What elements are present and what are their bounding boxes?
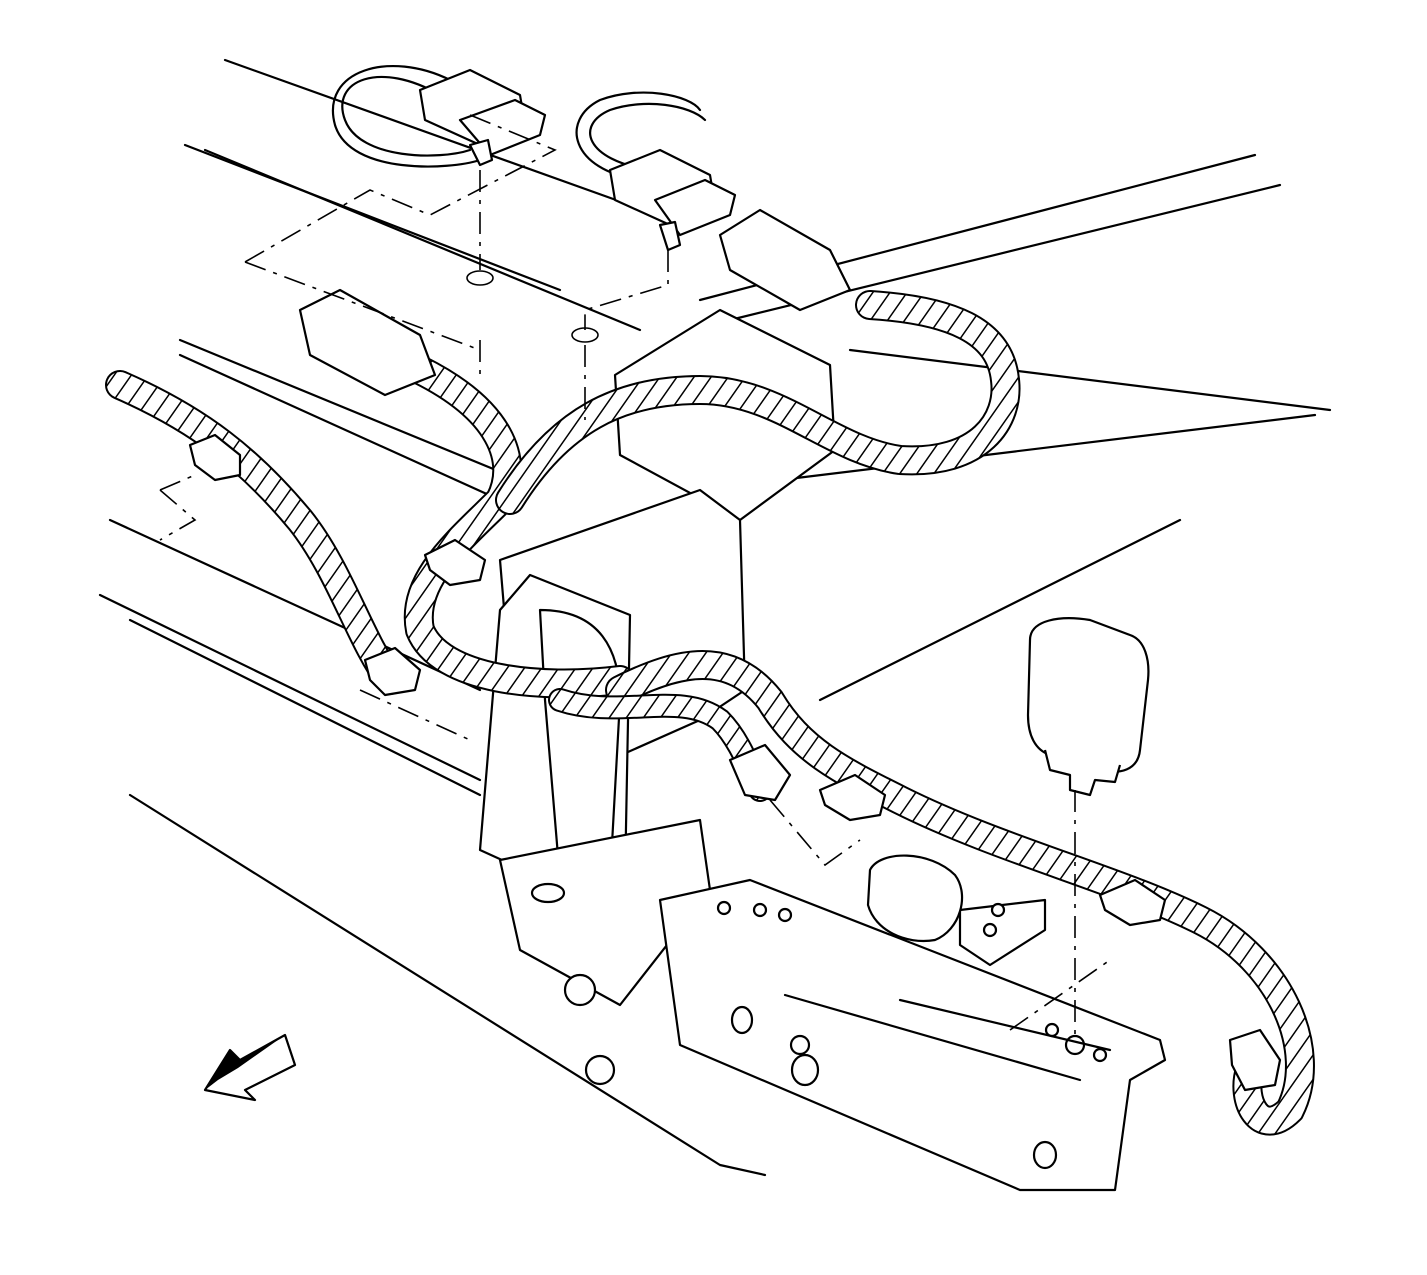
- upper-right-connector: [718, 208, 852, 312]
- leader-lines: [159, 114, 1111, 1040]
- center-connector: [728, 743, 792, 802]
- harness-clip-2: [423, 538, 487, 587]
- harness-wrap: [105, 290, 1315, 1136]
- upper-wire-loops: [332, 65, 707, 182]
- harness-clip-5: [1098, 878, 1167, 927]
- round-sensor: [866, 854, 964, 943]
- front-direction-arrow-icon: [203, 1033, 297, 1102]
- mounting-plate: [658, 878, 1167, 1192]
- left-connector: [298, 288, 437, 397]
- lower-right-connector: [1228, 1028, 1282, 1092]
- harness-clip-4: [818, 773, 887, 822]
- harness-clip-3: [363, 646, 422, 697]
- connectors: [188, 68, 1282, 1092]
- sensor-module: [866, 617, 1150, 943]
- harness-clip-1: [188, 433, 242, 482]
